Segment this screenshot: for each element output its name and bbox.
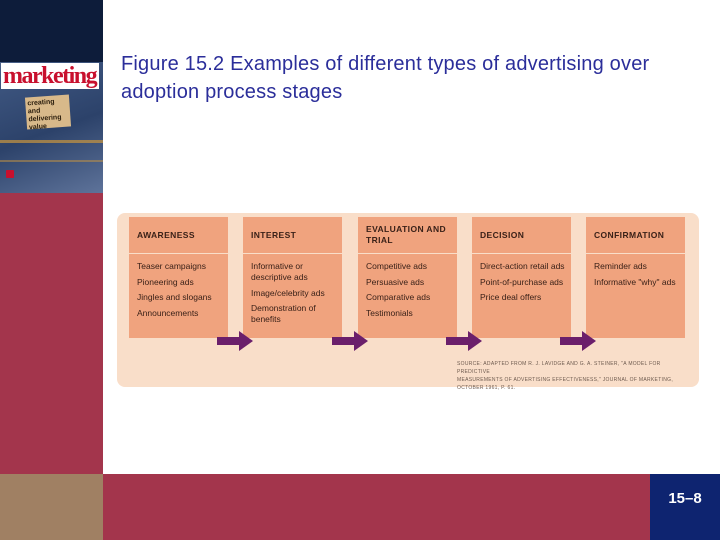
adoption-stages-figure: AWARENESS Teaser campaigns Pioneering ad…: [117, 213, 699, 391]
right-arrow-icon: [332, 331, 368, 351]
corner-block: [0, 474, 103, 540]
stage-item: Testimonials: [366, 307, 413, 318]
stage-item: Informative "why" ads: [594, 276, 676, 287]
stage-item: Demonstration of benefits: [251, 303, 316, 325]
cover-seam: [0, 160, 103, 162]
stage-heading: DECISION: [472, 217, 571, 254]
stage-item: Competitive ads: [366, 261, 427, 271]
stage-awareness: AWARENESS Teaser campaigns Pioneering ad…: [129, 217, 228, 338]
right-arrow-icon: [446, 331, 482, 351]
publisher-logo-icon: [6, 170, 14, 178]
page-number-box: [650, 474, 720, 540]
stage-decision: DECISION Direct-action retail ads Point-…: [472, 217, 571, 338]
stage-heading: EVALUATION AND TRIAL: [358, 217, 457, 254]
cover-patch-label: creating and delivering value: [24, 94, 72, 131]
stage-item: Reminder ads: [594, 261, 647, 271]
slide-title: Figure 15.2 Examples of different types …: [121, 53, 650, 103]
book-cover-image: marketing creating and delivering value: [0, 0, 103, 193]
figure-source-note: SOURCE: ADAPTED FROM R. J. LAVIDGE AND G…: [457, 360, 689, 392]
stage-heading: INTEREST: [243, 217, 342, 254]
stage-item: Jingles and slogans: [137, 292, 212, 303]
stage-item: Announcements: [137, 307, 199, 318]
cover-dark-band: [0, 0, 103, 62]
stage-heading: CONFIRMATION: [586, 217, 685, 254]
stage-confirmation: CONFIRMATION Reminder ads Informative "w…: [586, 217, 685, 338]
stage-heading: AWARENESS: [129, 217, 228, 254]
stage-item: Teaser campaigns: [137, 261, 206, 271]
right-arrow-icon: [217, 331, 253, 351]
stage-item: Point-of-purchase ads: [480, 276, 564, 287]
footer-band: [103, 474, 650, 540]
stage-item: Image/celebrity ads: [251, 287, 325, 298]
page-number: 15–8: [668, 490, 702, 507]
source-line: SOURCE: ADAPTED FROM R. J. LAVIDGE AND G…: [457, 361, 661, 375]
cover-seam: [0, 140, 103, 143]
stage-item: Direct-action retail ads: [480, 261, 565, 271]
stage-evaluation-and-trial: EVALUATION AND TRIAL Competitive ads Per…: [358, 217, 457, 338]
source-line: MEASUREMENTS OF ADVERTISING EFFECTIVENES…: [457, 377, 674, 391]
stage-item: Pioneering ads: [137, 276, 194, 287]
right-arrow-icon: [560, 331, 596, 351]
stage-item: Informative or descriptive ads: [251, 261, 308, 282]
stage-item: Persuasive ads: [366, 276, 425, 287]
left-sidebar-band: [0, 193, 103, 474]
stage-interest: INTEREST Informative or descriptive ads …: [243, 217, 342, 338]
stage-item: Comparative ads: [366, 292, 431, 303]
stage-item: Price deal offers: [480, 292, 542, 303]
cover-brand: marketing: [1, 63, 99, 89]
